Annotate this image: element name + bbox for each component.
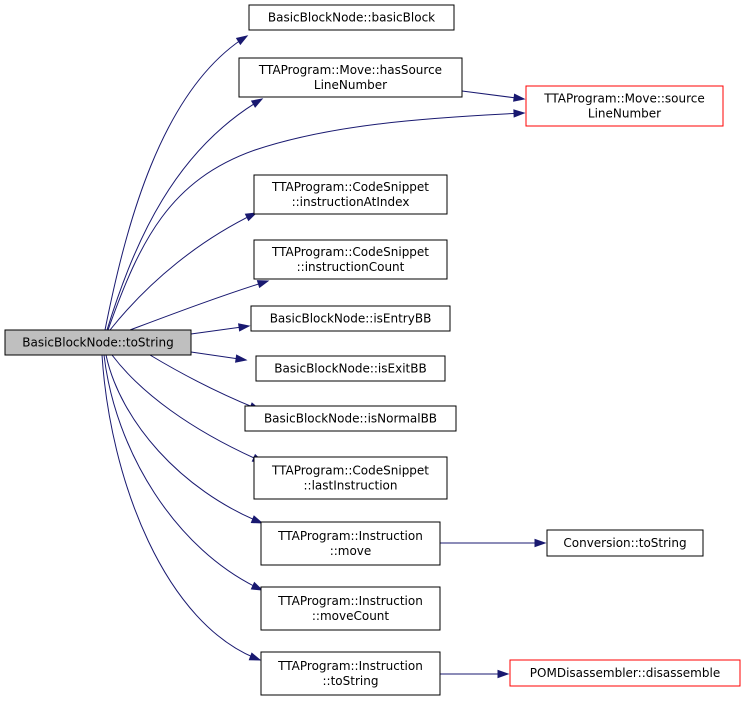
node-label: BasicBlockNode::basicBlock [268,11,435,25]
node-box [244,405,457,432]
node-box [255,355,446,382]
node-label: TTAProgram::Move::hasSource [258,63,442,77]
node-box [253,239,448,280]
arrowhead [248,652,262,661]
edge-line [101,354,261,661]
node-box [546,529,704,557]
edge-root-to-lastInstruction [111,354,265,463]
node-instructionAtIndex[interactable]: TTAProgram::CodeSnippet::instructionAtIn… [253,174,448,215]
edge-root-to-basicBlock [104,35,249,331]
node-box [260,586,441,631]
node-box [248,4,455,31]
node-box [238,57,463,98]
node-box [260,651,441,696]
node-basicBlock[interactable]: BasicBlockNode::basicBlock [248,4,455,31]
arrowhead [513,109,526,118]
edge-line [149,354,261,411]
node-label: TTAProgram::Instruction [277,659,423,673]
node-label: Conversion::toString [563,536,686,550]
node-isExitBB[interactable]: BasicBlockNode::isExitBB [255,355,446,382]
arrowhead [250,98,264,108]
node-label: BasicBlockNode::isNormalBB [264,412,437,426]
node-lastInstruction[interactable]: TTAProgram::CodeSnippet::lastInstruction [253,456,448,500]
node-box [250,305,451,332]
node-label: BasicBlockNode::toString [22,336,174,350]
node-moveCount[interactable]: TTAProgram::Instruction::moveCount [260,586,441,631]
arrowhead [250,515,264,524]
edge-root-to-instructionAtIndex [109,212,258,331]
node-box [525,85,724,127]
edge-line [111,354,264,463]
node-box [260,521,441,566]
edge-root-to-instrToString [101,354,262,661]
node-label: TTAProgram::Instruction [277,594,423,608]
node-isNormalBB[interactable]: BasicBlockNode::isNormalBB [244,405,457,432]
arrowhead [534,538,547,548]
node-disassemble[interactable]: POMDisassembler::disassemble [509,659,741,687]
node-label: TTAProgram::Move::source [543,92,705,106]
node-instructionCount[interactable]: TTAProgram::CodeSnippet::instructionCoun… [253,239,448,280]
node-label: TTAProgram::CodeSnippet [271,464,429,478]
node-label: ::instructionCount [297,260,405,274]
node-label: BasicBlockNode::isExitBB [274,362,426,376]
edge-line [106,98,263,331]
node-label: BasicBlockNode::isEntryBB [270,312,432,326]
node-root: BasicBlockNode::toString [4,329,192,356]
edge-root-to-isExitBB [190,351,248,363]
node-box [253,456,448,500]
edge-root-to-moveCount [103,354,264,591]
node-isEntryBB[interactable]: BasicBlockNode::isEntryBB [250,305,451,332]
arrowhead [250,581,264,591]
edge-line [129,280,269,331]
edge-line [109,212,257,331]
node-label: TTAProgram::CodeSnippet [271,245,429,259]
node-label: ::toString [323,674,379,688]
edge-line [104,35,248,331]
edge-line [103,354,263,591]
edge-root-to-isNormalBB [149,354,262,411]
edge-instrToString-to-disassemble [440,669,510,679]
edge-root-to-move [105,354,264,524]
arrowhead [235,35,249,46]
edge-root-to-sourceLineNumber [107,109,526,331]
node-label: ::lastInstruction [304,479,398,493]
edge-hasSourceLineNumber-to-sourceLineNumber [461,90,526,102]
node-box [509,659,741,687]
node-move[interactable]: TTAProgram::Instruction::move [260,521,441,566]
edges [101,35,547,679]
node-conversionToString[interactable]: Conversion::toString [546,529,704,557]
node-label: POMDisassembler::disassemble [530,666,720,680]
node-label: LineNumber [588,107,661,121]
node-label: ::moveCount [312,609,390,623]
edge-root-to-isEntryBB [190,323,251,335]
node-label: LineNumber [314,78,387,92]
node-label: TTAProgram::Instruction [277,529,423,543]
arrowhead [513,93,526,102]
node-instrToString[interactable]: TTAProgram::Instruction::toString [260,651,441,696]
node-label: ::instructionAtIndex [292,195,410,209]
edge-line [105,354,263,524]
node-label: ::move [330,544,372,558]
nodes: BasicBlockNode::toStringBasicBlockNode::… [4,4,741,696]
arrowhead [497,669,510,679]
arrowhead [244,212,258,222]
edge-root-to-hasSourceLineNumber [106,98,264,331]
edge-move-to-conversionToString [440,538,547,548]
arrowhead [235,354,248,363]
arrowhead [256,280,270,289]
arrowhead [238,323,251,332]
node-box [4,329,192,356]
node-label: TTAProgram::CodeSnippet [271,180,429,194]
edge-root-to-instructionCount [129,280,270,331]
edge-line [107,112,525,331]
node-box [253,174,448,215]
